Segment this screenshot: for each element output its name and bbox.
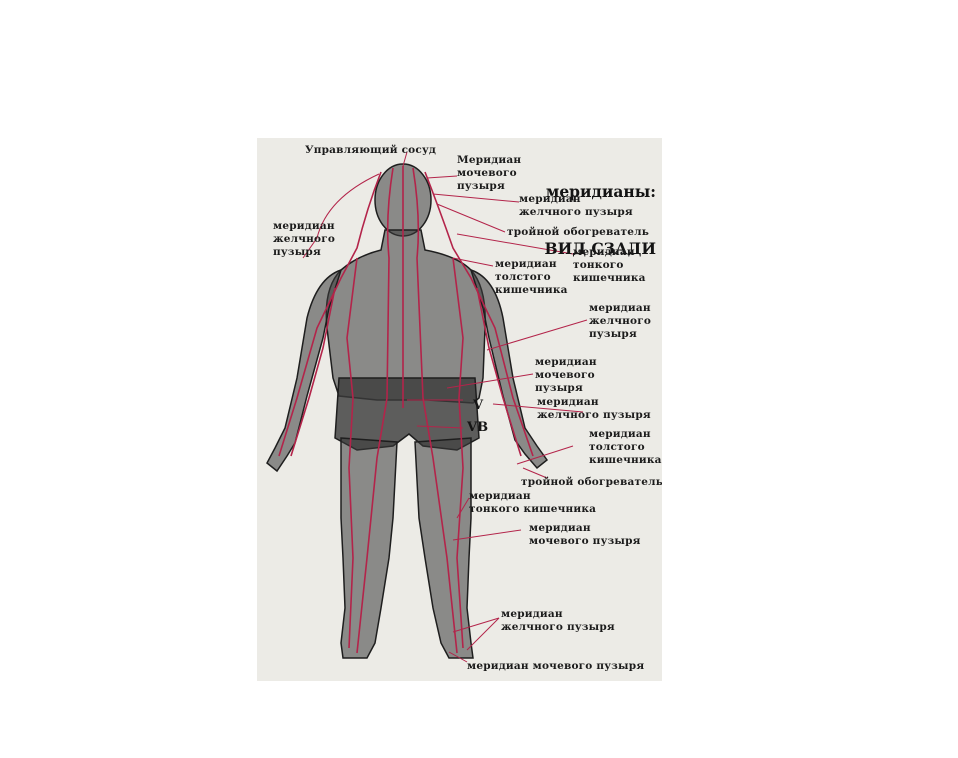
gb-line-left bbox=[278, 171, 382, 457]
si-line-left bbox=[290, 287, 336, 457]
bladder-line-left bbox=[356, 167, 394, 654]
gb-leg-left bbox=[346, 257, 358, 649]
label-si-top: меридиан тонкого кишечника bbox=[573, 246, 646, 284]
label-gb-bottom: меридиан желчного пузыря bbox=[501, 608, 615, 633]
label-triple-bottom: тройной обогреватель bbox=[521, 476, 662, 488]
label-triple-top: тройной обогреватель bbox=[507, 226, 650, 238]
right-leg bbox=[414, 437, 474, 659]
label-gb-top-right: меридиан желчного пузыря bbox=[519, 193, 633, 218]
body-figure-back-view bbox=[266, 151, 588, 663]
label-bladder-knee: меридиан мочевого пузыря bbox=[529, 522, 641, 547]
diagram-title: меридианы: ВИД СЗАДИ bbox=[545, 144, 657, 296]
title-line-2: ВИД СЗАДИ bbox=[544, 239, 657, 258]
label-li-top: меридиан толстого кишечника bbox=[495, 258, 568, 296]
leader-lines bbox=[302, 151, 588, 663]
left-arm bbox=[266, 268, 343, 473]
meridian-illustration: меридианы: ВИД СЗАДИ Управляющий сосуд М… bbox=[257, 138, 662, 681]
si-line-right bbox=[476, 287, 522, 457]
label-bladder-top: Меридиан мочевого пузыря bbox=[457, 154, 522, 192]
gb-leg-right bbox=[452, 257, 464, 649]
body-silhouette bbox=[266, 163, 549, 659]
label-li-bottom: меридиан толстого кишечника bbox=[589, 428, 662, 466]
label-bladder-bottom: меридиан мочевого пузыря bbox=[467, 660, 645, 672]
title-line-1: меридианы: bbox=[545, 182, 656, 201]
label-bladder-mid: меридиан мочевого пузыря bbox=[535, 356, 597, 394]
label-governing-vessel: Управляющий сосуд bbox=[305, 144, 437, 156]
meridian-lines bbox=[278, 166, 534, 654]
bladder-line-right bbox=[412, 167, 458, 654]
label-gb-hip: меридиан желчного пузыря bbox=[537, 396, 651, 421]
label-gb-mid: меридиан желчного пузыря bbox=[589, 302, 652, 340]
label-v-mark: V bbox=[473, 398, 484, 413]
label-vb-mark: VB bbox=[467, 420, 489, 435]
label-si-bottom: меридиан тонкого кишечника bbox=[469, 490, 597, 515]
label-gb-left: меридиан желчного пузыря bbox=[273, 220, 336, 258]
left-leg bbox=[340, 437, 398, 659]
